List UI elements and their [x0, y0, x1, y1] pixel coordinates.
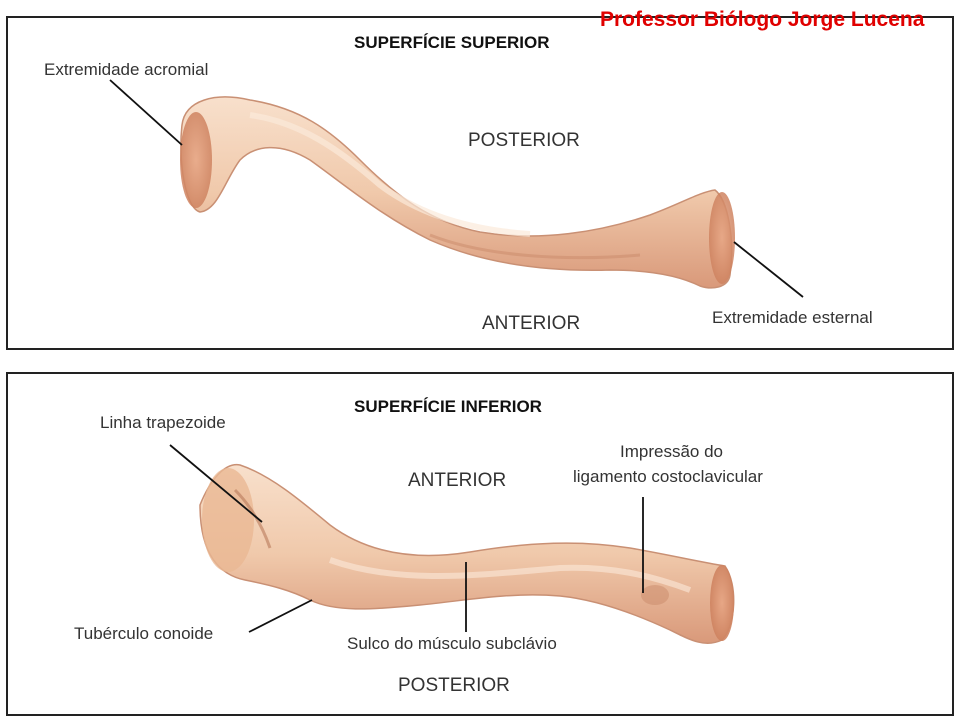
direction-posterior-bottom: POSTERIOR — [398, 675, 510, 696]
label-extremidade-esternal: Extremidade esternal — [712, 308, 873, 327]
inferior-title: SUPERFÍCIE INFERIOR — [354, 397, 542, 416]
leader-trapezoide — [169, 444, 263, 523]
author-credit: Professor Biólogo Jorge Lucena — [600, 8, 925, 31]
leader-lines — [109, 79, 804, 633]
label-extremidade-acromial: Extremidade acromial — [44, 60, 209, 79]
label-tuberculo-conoide: Tubérculo conoide — [74, 624, 214, 643]
clavicle-superior — [180, 96, 735, 289]
label-linha-trapezoide: Linha trapezoide — [100, 413, 226, 432]
label-impressao-line2: ligamento costoclavicular — [573, 467, 763, 486]
direction-anterior-bottom: ANTERIOR — [408, 470, 507, 491]
leader-conoide — [248, 599, 313, 633]
inferior-surface-panel — [6, 372, 954, 716]
leader-acromial — [109, 79, 183, 146]
direction-anterior-top: ANTERIOR — [482, 313, 581, 334]
superior-surface-panel — [6, 16, 954, 350]
label-sulco-subclavio: Sulco do músculo subclávio — [347, 634, 557, 653]
label-impressao-line1: Impressão do — [620, 442, 723, 461]
direction-posterior-top: POSTERIOR — [468, 130, 580, 151]
clavicle-inferior — [199, 464, 735, 644]
leader-esternal — [733, 241, 804, 298]
superior-title: SUPERFÍCIE SUPERIOR — [354, 33, 550, 52]
